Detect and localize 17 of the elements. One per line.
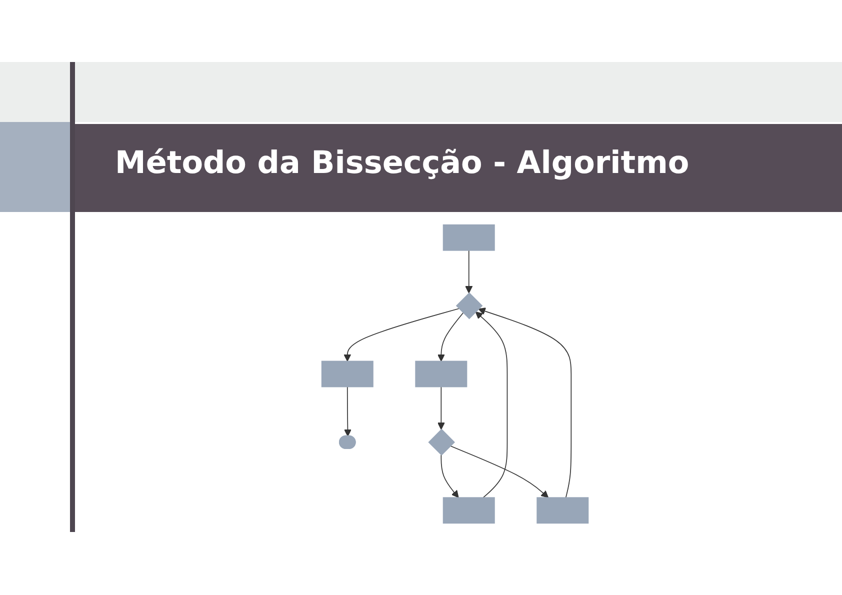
arrow — [450, 446, 549, 498]
arrow — [440, 454, 459, 498]
arrow — [437, 312, 464, 362]
node-box — [442, 224, 495, 251]
arrow — [344, 386, 352, 437]
arrow — [465, 250, 473, 294]
node-diamond — [456, 292, 483, 320]
arrow — [344, 308, 460, 362]
node-box — [415, 360, 468, 388]
slide-title: Método da Bissecção - Algoritmo — [115, 145, 690, 181]
arrow — [437, 386, 445, 430]
node-box — [536, 497, 589, 524]
node-box — [321, 360, 374, 388]
node-diamond — [428, 428, 455, 456]
arrow — [478, 308, 572, 498]
arrow — [475, 311, 508, 498]
node-box — [442, 497, 495, 524]
